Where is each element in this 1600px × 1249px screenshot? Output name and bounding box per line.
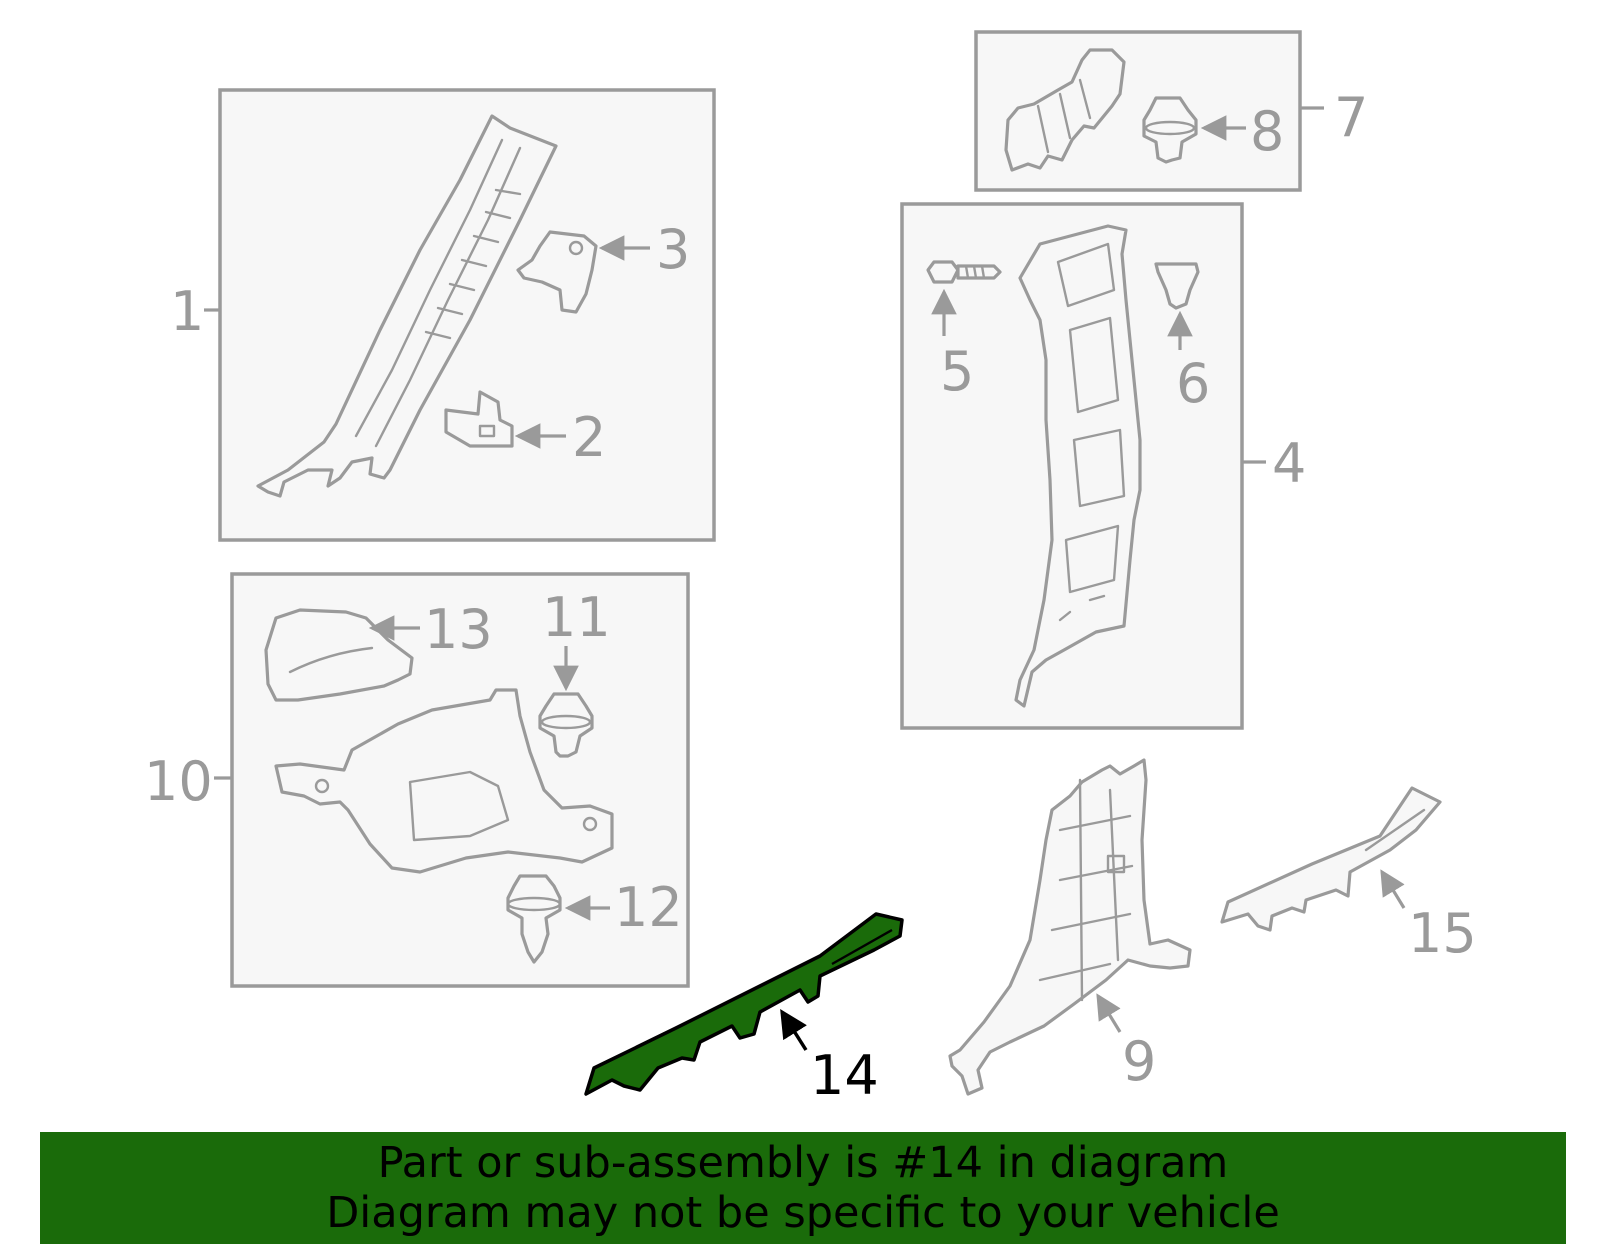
part-9-lower-pillar-trim[interactable] (948, 758, 1192, 1096)
callout-4: 4 (1272, 432, 1306, 495)
banner-line-disclaimer: Diagram may not be specific to your vehi… (326, 1188, 1280, 1238)
callout-13: 13 (424, 598, 493, 661)
callout-10: 10 (144, 750, 213, 813)
part-15-scuff-plate[interactable] (1220, 786, 1442, 932)
part-7-bracket[interactable] (1004, 48, 1126, 172)
part-6-nut-clip[interactable] (1154, 262, 1200, 310)
callout-14: 14 (810, 1044, 879, 1107)
callout-5: 5 (940, 340, 974, 403)
part-4-b-pillar-trim[interactable] (1014, 224, 1142, 708)
callout-12: 12 (614, 876, 683, 939)
part-8-clip[interactable] (1142, 96, 1198, 164)
part-3-bracket[interactable] (516, 230, 598, 314)
callout-9: 9 (1122, 1030, 1156, 1093)
part-1-a-pillar-trim[interactable] (256, 114, 558, 498)
callout-3: 3 (656, 218, 690, 281)
part-11-clip[interactable] (538, 692, 594, 758)
callout-11: 11 (542, 586, 611, 649)
part-2-clip[interactable] (444, 390, 514, 448)
callout-15: 15 (1408, 902, 1477, 965)
info-banner: Part or sub-assembly is #14 in diagram D… (40, 1132, 1566, 1244)
callout-1: 1 (170, 280, 204, 343)
leader-9 (1096, 993, 1122, 1033)
callout-8: 8 (1250, 100, 1284, 163)
part-12-clip[interactable] (506, 874, 562, 964)
part-10-bracket[interactable] (274, 688, 614, 874)
callout-6: 6 (1176, 352, 1210, 415)
banner-line-part-number: Part or sub-assembly is #14 in diagram (377, 1138, 1229, 1188)
callout-2: 2 (572, 406, 606, 469)
part-5-bolt[interactable] (926, 260, 1002, 284)
leader-14 (780, 1009, 808, 1051)
callout-7: 7 (1334, 86, 1368, 149)
part-14-scuff-plate-highlighted[interactable] (584, 912, 904, 1096)
leader-15 (1380, 869, 1406, 909)
